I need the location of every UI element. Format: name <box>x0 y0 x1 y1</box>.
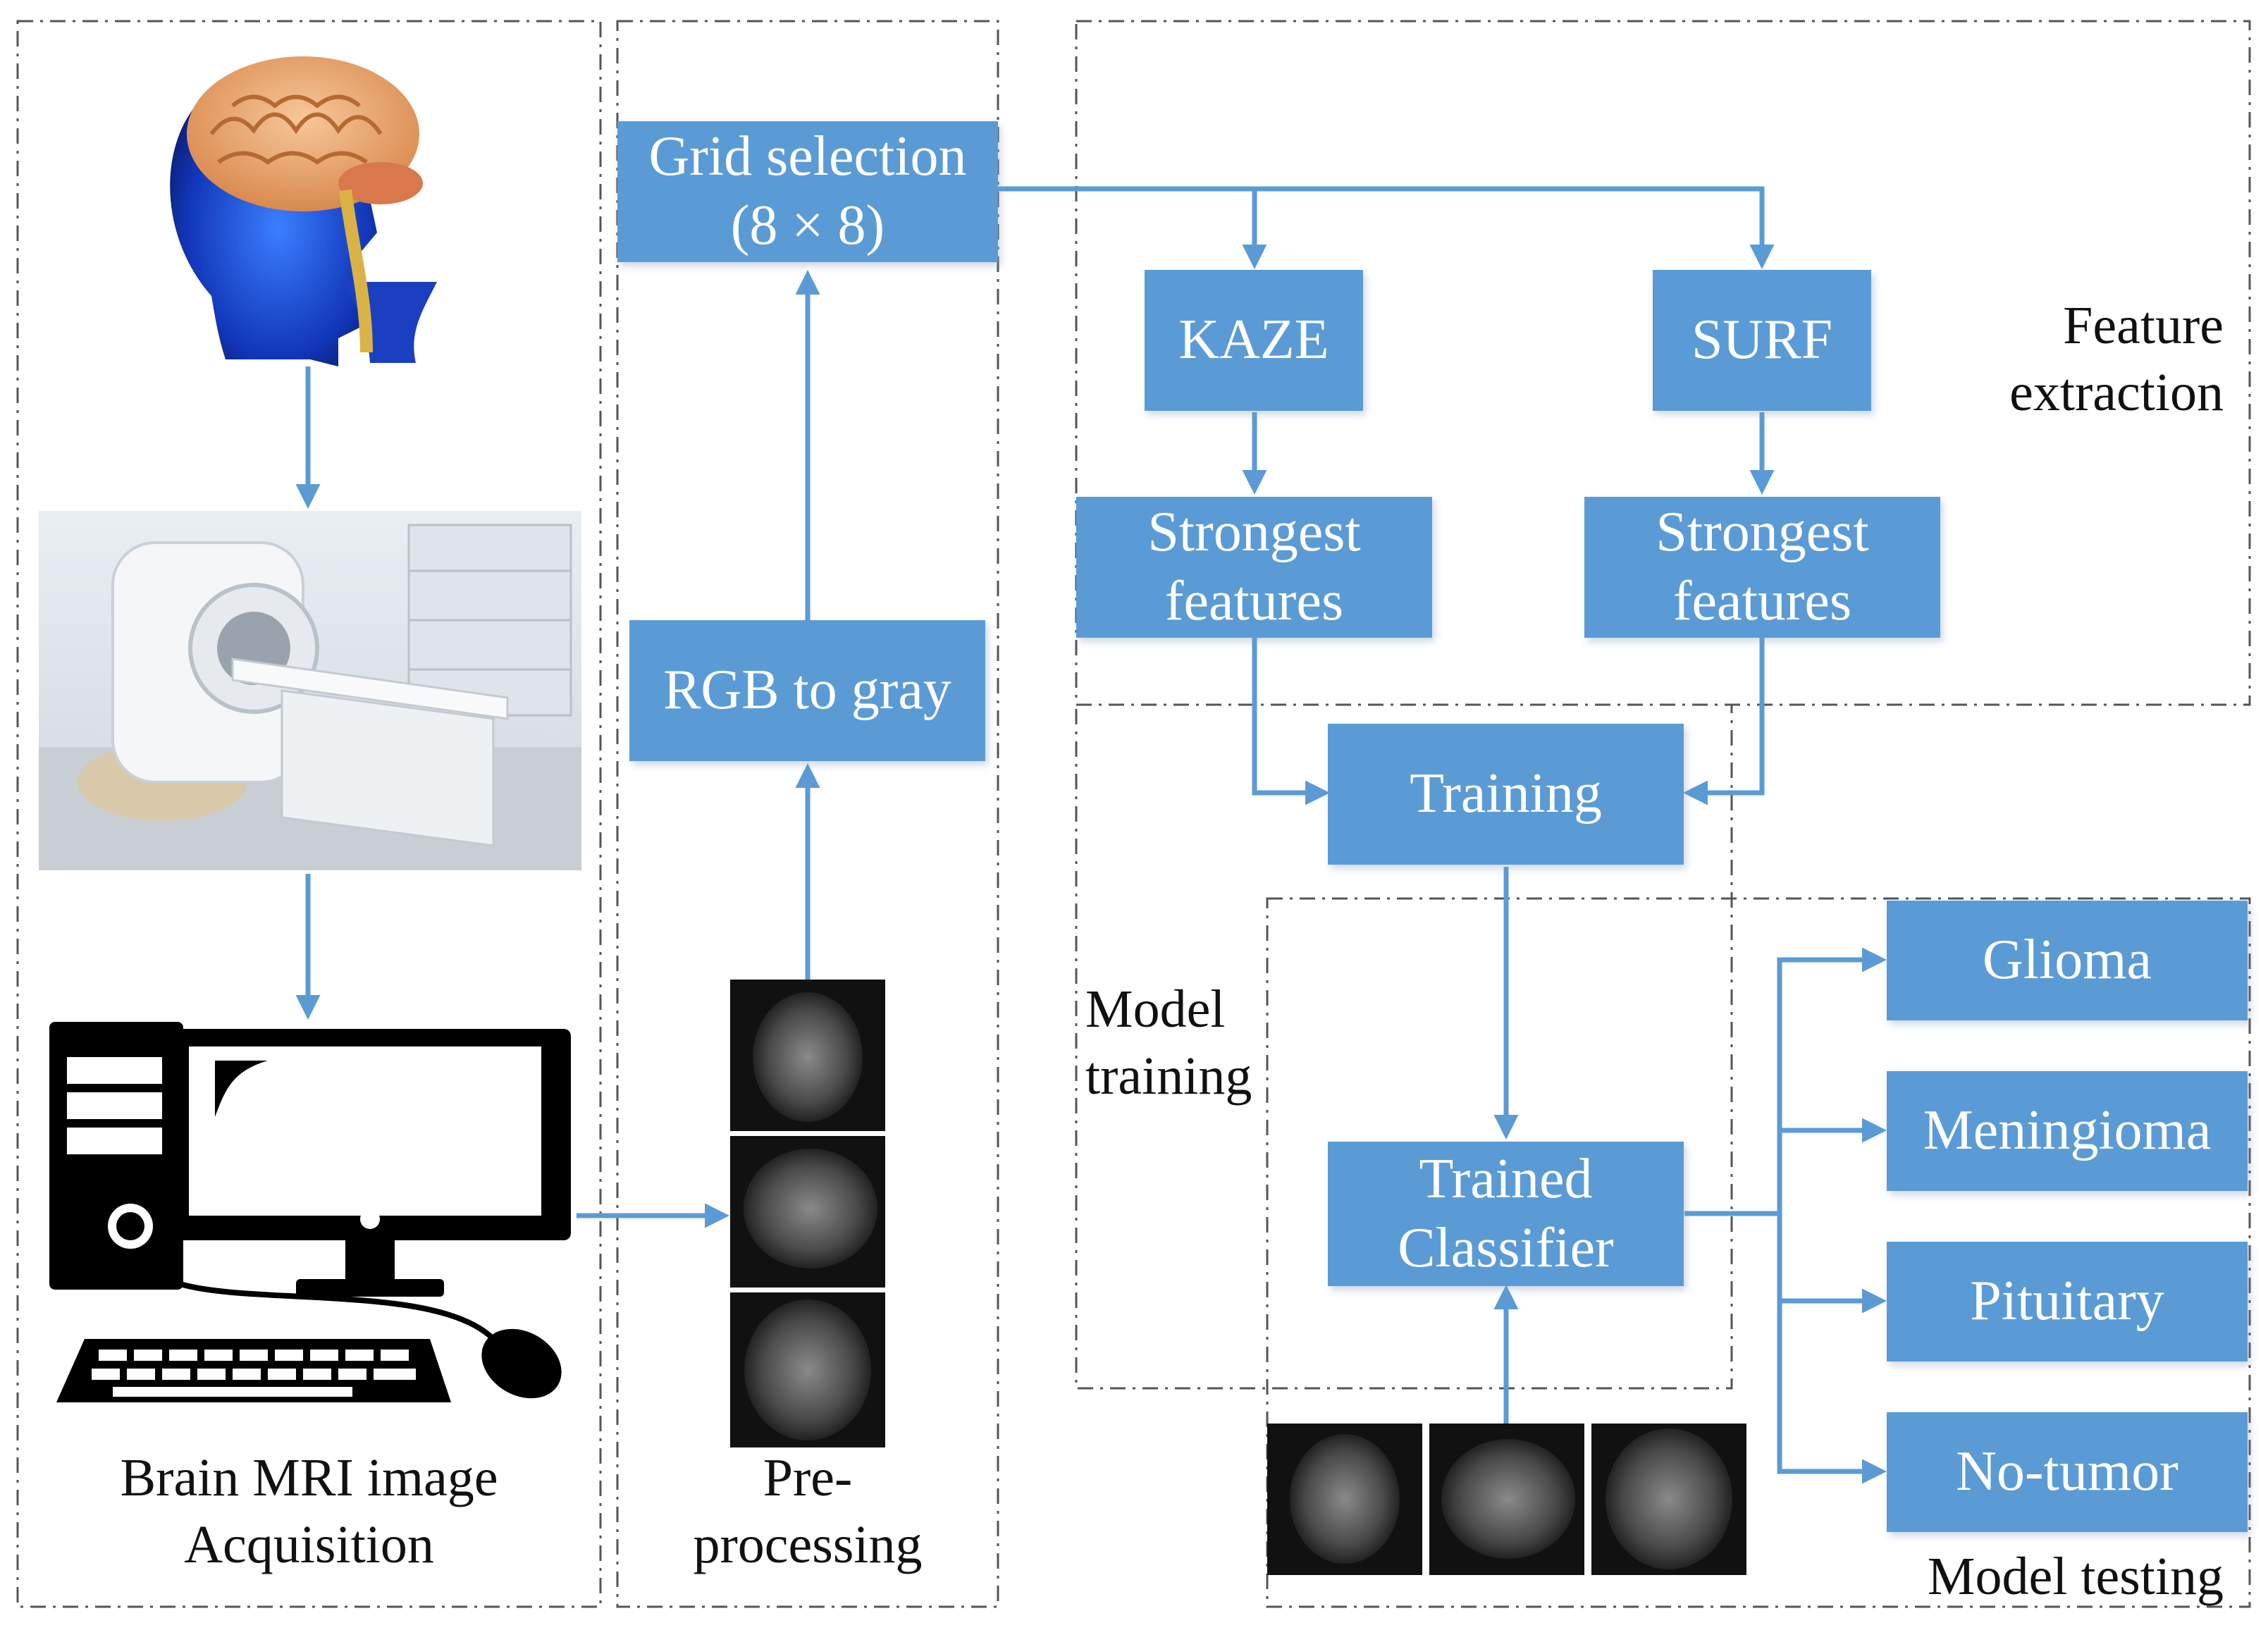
grid-selection-box: Grid selection (8 × 8) <box>617 121 998 262</box>
strongest-features-right-box: Strongest features <box>1584 497 1940 638</box>
desktop-computer-icon <box>49 1022 571 1402</box>
kaze-box: KAZE <box>1145 270 1363 411</box>
model-testing-label-text: Model testing <box>1927 1547 2224 1606</box>
training-box: Training <box>1328 724 1684 865</box>
strongest-features-line1: Strongest <box>1147 501 1361 564</box>
class-label: Meningioma <box>1923 1099 2212 1162</box>
class-box-glioma: Glioma <box>1887 901 2248 1020</box>
arrow-strongest-left-to-training <box>1252 638 1330 805</box>
section-frames <box>16 20 2251 1608</box>
brain-head-icon <box>170 56 437 367</box>
surf-box: SURF <box>1653 270 1871 411</box>
class-box-no-tumor: No-tumor <box>1887 1412 2248 1532</box>
trained-classifier-line2: Classifier <box>1398 1216 1614 1279</box>
preprocessing-frame <box>616 20 999 1608</box>
strongest-features-line2: features <box>1672 570 1852 632</box>
arrow-grid-to-surf <box>1255 186 1775 269</box>
strongest-features-line2: features <box>1164 570 1344 632</box>
acquisition-label-line1: Brain MRI image <box>120 1448 498 1507</box>
kaze-label: KAZE <box>1178 309 1329 371</box>
class-box-pituitary: Pituitary <box>1887 1242 2248 1362</box>
mri-testing-slices <box>1267 1424 1746 1575</box>
training-label: Training <box>1410 762 1602 825</box>
model-training-label-line2: training <box>1085 1046 1252 1106</box>
grid-selection-line2: (8 × 8) <box>730 195 885 257</box>
model-training-frame <box>1075 703 1733 1390</box>
rgb-to-gray-box: RGB to gray <box>629 620 985 761</box>
strongest-features-left-box: Strongest features <box>1076 497 1432 638</box>
preprocessing-label-line1: Pre- <box>763 1448 853 1507</box>
arrow-to-pituitary <box>1777 1214 1887 1314</box>
acquisition-label-line2: Acquisition <box>184 1515 434 1574</box>
surf-label: SURF <box>1691 309 1833 371</box>
arrow-strongest-right-to-training <box>1683 638 1765 805</box>
acquisition-label: Brain MRI image Acquisition <box>18 1445 600 1579</box>
grid-selection-line1: Grid selection <box>648 125 967 188</box>
arrow-to-no-tumor <box>1777 1301 1887 1484</box>
model-training-label-line1: Model <box>1085 980 1226 1039</box>
feature-extraction-label-line2: extraction <box>2009 363 2224 422</box>
class-label: No-tumor <box>1956 1440 2178 1503</box>
model-testing-label: Model testing <box>1861 1543 2224 1610</box>
flow-arrows <box>295 186 1887 1484</box>
class-label: Pituitary <box>1970 1270 2164 1333</box>
mri-preprocessing-slices <box>730 980 885 1447</box>
acquisition-frame <box>16 20 602 1608</box>
preprocessing-label: Pre- processing <box>617 1445 998 1579</box>
arrow-to-glioma <box>1684 947 1887 1216</box>
mri-scanner-image <box>39 511 581 870</box>
class-box-meningioma: Meningioma <box>1887 1071 2248 1191</box>
class-label: Glioma <box>1983 929 2152 992</box>
feature-extraction-label: Feature extraction <box>1938 292 2224 426</box>
trained-classifier-line1: Trained <box>1419 1147 1593 1210</box>
model-testing-frame <box>1266 897 2251 1608</box>
strongest-features-line1: Strongest <box>1656 501 1869 564</box>
preprocessing-label-line2: processing <box>693 1515 923 1574</box>
arrow-grid-to-kaze <box>997 186 1267 269</box>
rgb-to-gray-label: RGB to gray <box>663 659 951 722</box>
model-training-label: Model training <box>1085 976 1269 1110</box>
trained-classifier-box: Trained Classifier <box>1328 1142 1684 1286</box>
feature-extraction-label-line1: Feature <box>2063 296 2224 355</box>
